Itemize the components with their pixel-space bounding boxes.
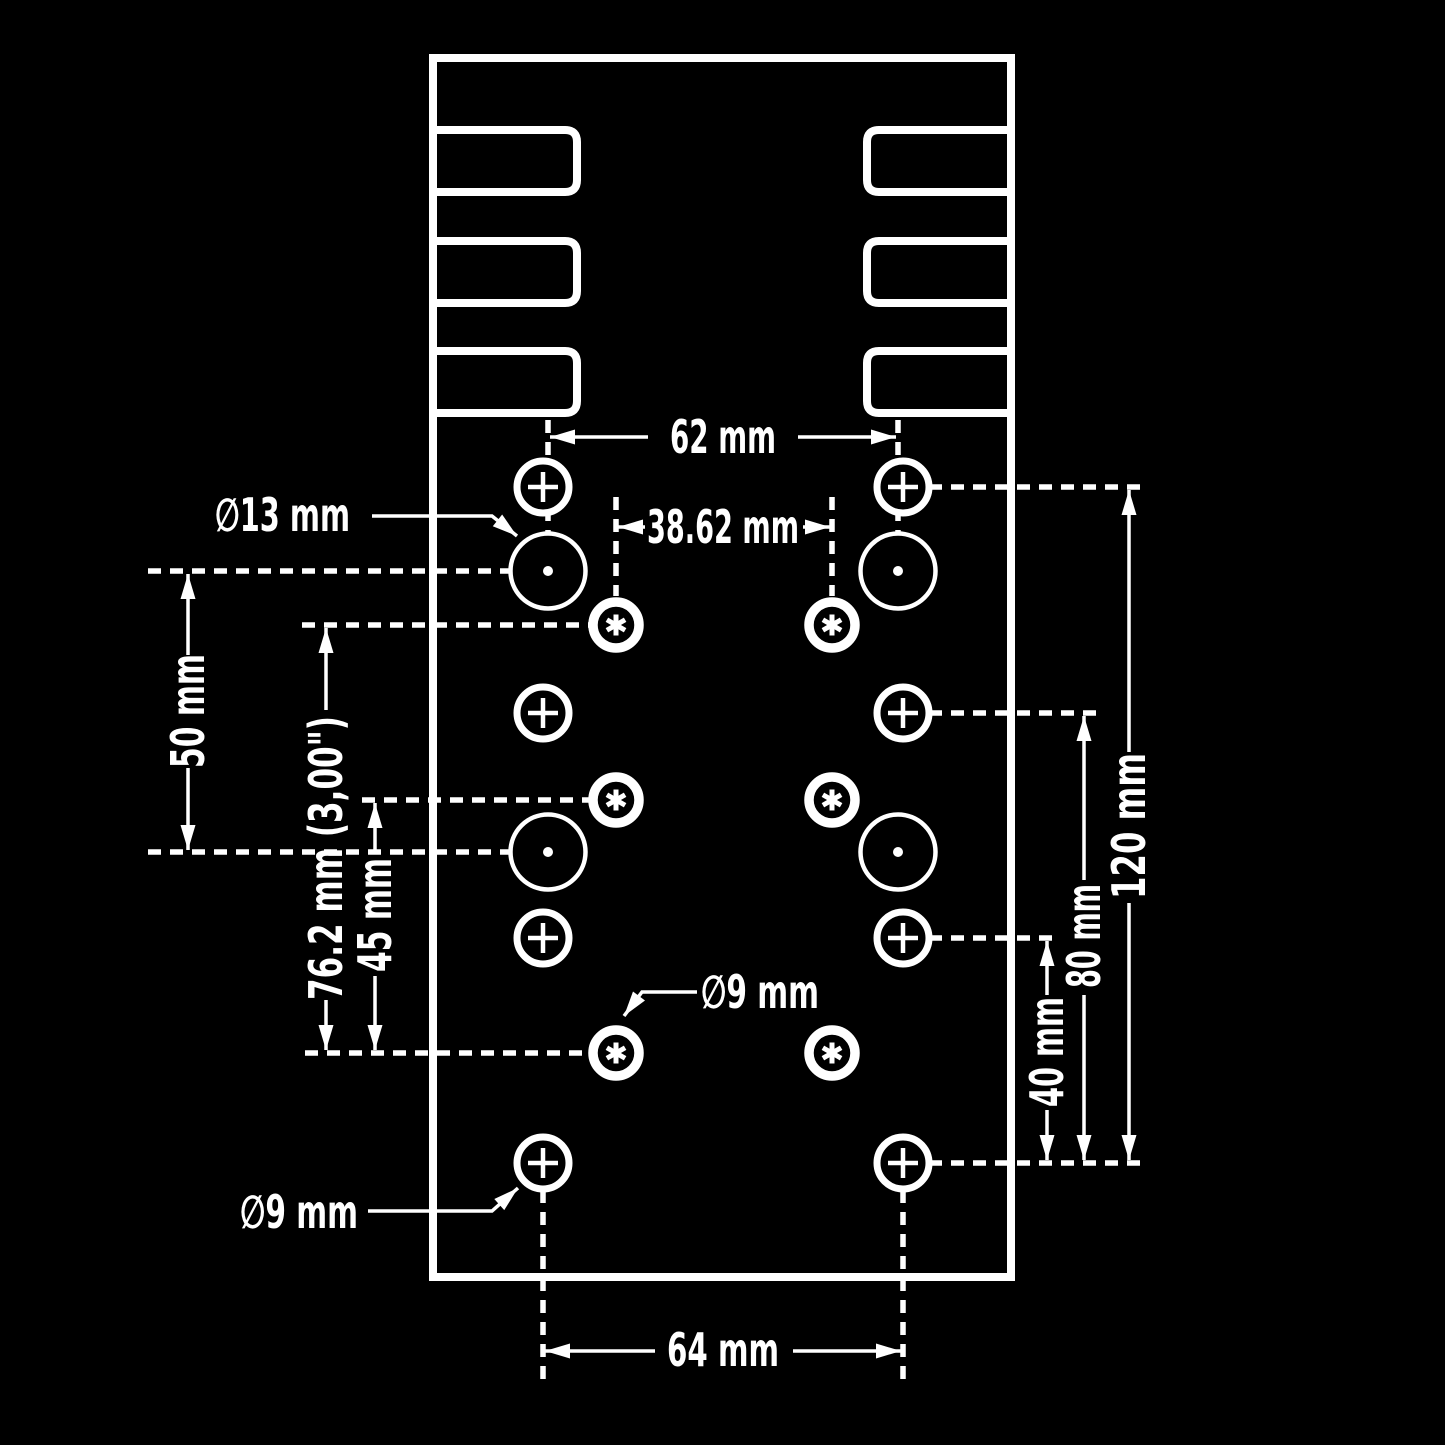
hole-counterbore	[809, 1030, 855, 1076]
dim-label-38.62mm: 38.62 mm	[647, 500, 799, 554]
hole-plus	[877, 461, 929, 513]
dim-label-76.2mm: 76.2 mm (3,00")	[299, 716, 353, 1000]
hole-large	[511, 534, 586, 609]
slot-right-1	[863, 126, 1011, 196]
slot-left-3	[433, 347, 581, 417]
hole-large	[511, 815, 586, 890]
dia-label-13mm: ∅13 mm	[215, 488, 350, 542]
dia-label-9mm-counter: ∅9 mm	[701, 965, 819, 1019]
hole-plus	[517, 687, 569, 739]
hole-plus	[517, 461, 569, 513]
dim-label-40mm: 40 mm	[1020, 997, 1074, 1107]
slot-right-2	[863, 237, 1011, 307]
dim-label-45mm: 45 mm	[348, 858, 402, 972]
hole-counterbore	[809, 777, 855, 823]
hole-counterbore	[809, 602, 855, 648]
plate-outline	[429, 54, 1015, 1281]
dim-label-120mm: 120 mm	[1102, 753, 1156, 899]
leader-9mm-counter	[622, 990, 697, 1018]
slot-left-1	[433, 126, 581, 196]
hole-plus	[877, 912, 929, 964]
slot-left-2	[433, 237, 581, 307]
hole-plus	[877, 1137, 929, 1189]
hole-plus	[877, 687, 929, 739]
hole-counterbore	[593, 777, 639, 823]
hole-plus	[517, 1137, 569, 1189]
leader-13mm	[372, 514, 519, 538]
dimension-lines	[180, 429, 1137, 1359]
dim-label-64mm: 64 mm	[667, 1323, 779, 1377]
ventilation-slots	[433, 126, 1011, 417]
dim-label-80mm: 80 mm	[1057, 884, 1111, 988]
hole-counterbore	[593, 602, 639, 648]
dim-label-62mm: 62 mm	[670, 410, 776, 464]
hole-large	[861, 815, 936, 890]
dimension-labels: 62 mm 38.62 mm ∅13 mm 50 mm 76.2 mm (3,0…	[161, 410, 1156, 1377]
hole-large	[861, 534, 936, 609]
dim-label-50mm: 50 mm	[161, 654, 215, 768]
hole-counterbore	[593, 1030, 639, 1076]
hole-plus	[517, 912, 569, 964]
leader-lines	[368, 514, 697, 1213]
slot-right-3	[863, 347, 1011, 417]
leader-9mm-bottom	[368, 1186, 520, 1213]
dia-label-9mm-bottom: ∅9 mm	[240, 1185, 358, 1239]
